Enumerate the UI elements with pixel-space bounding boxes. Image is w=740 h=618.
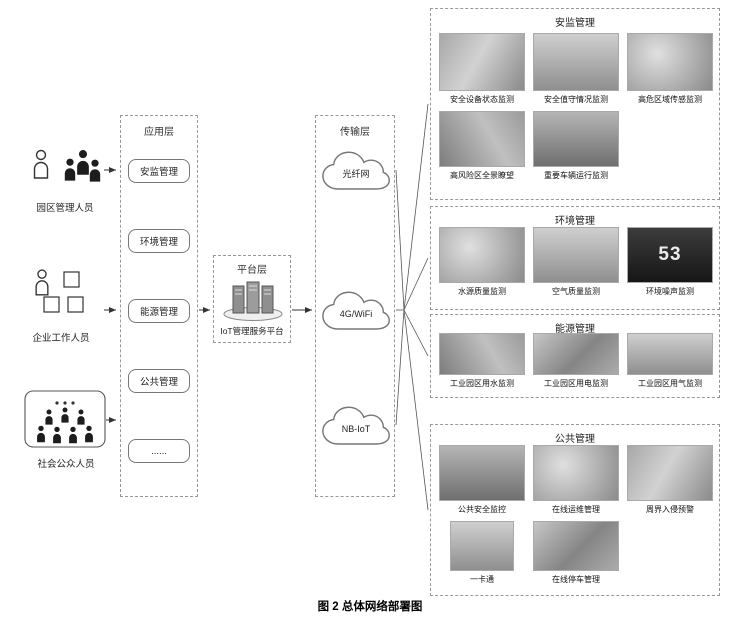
thumb-cell: 在线运维管理 bbox=[533, 445, 619, 515]
thumbnail-photo bbox=[627, 445, 713, 501]
platform-layer-box: 平台层 IoT管理服务平台 bbox=[213, 255, 291, 343]
thumbnail-caption: 高危区域传感监测 bbox=[638, 95, 702, 104]
thumb-cell: 周界入侵预警 bbox=[627, 445, 713, 515]
thumb-cell: 空气质量监测 bbox=[533, 227, 619, 297]
thumb-cell: 公共安全监控 bbox=[439, 445, 525, 515]
thumbnail-photo bbox=[450, 521, 514, 571]
platform-layer-title: 平台层 bbox=[237, 265, 267, 276]
user-label-park-managers: 园区管理人员 bbox=[36, 203, 94, 214]
thumbnail-photo bbox=[533, 445, 619, 501]
park-managers-icon bbox=[33, 149, 101, 182]
thumb-cell: 53 环境噪声监测 bbox=[627, 227, 713, 297]
thumb-cell: 高危区域传感监测 bbox=[627, 33, 713, 105]
cloud-fiber: 光纤网 bbox=[320, 148, 392, 194]
noise-display-value: 53 bbox=[658, 244, 682, 265]
user-label-public-people: 社会公众人员 bbox=[37, 459, 95, 470]
thumbnail-caption: 高风险区全景瞭望 bbox=[450, 171, 514, 180]
thumbnail-photo-noise-display: 53 bbox=[627, 227, 713, 283]
platform-label: IoT管理服务平台 bbox=[220, 326, 284, 336]
category-box-energy: 能源管理 工业园区用水监测 工业园区用电监测 工业园区用气监测 bbox=[430, 314, 720, 398]
category-box-safety: 安监管理 安全设备状态监测 安全值守情况监测 高危区域传感监测 高风险区全景瞭望 bbox=[430, 8, 720, 200]
app-item-public: 公共管理 bbox=[128, 369, 190, 393]
thumbnail-photo bbox=[533, 521, 619, 571]
cloud-label-fiber: 光纤网 bbox=[342, 169, 370, 179]
category-title: 环境管理 bbox=[555, 216, 595, 227]
thumbnail-caption: 重要车辆运行监测 bbox=[544, 171, 608, 180]
category-title: 安监管理 bbox=[555, 18, 595, 29]
thumbnail-caption: 在线停车管理 bbox=[552, 575, 600, 584]
thumb-cell: 安全设备状态监测 bbox=[439, 33, 525, 105]
thumbnail-caption: 一卡通 bbox=[470, 575, 494, 584]
thumbnail-photo bbox=[439, 33, 525, 91]
thumbnail-caption: 工业园区用水监测 bbox=[450, 379, 514, 388]
thumb-cell: 重要车辆运行监测 bbox=[533, 111, 619, 181]
app-item-environment: 环境管理 bbox=[128, 229, 190, 253]
thumb-cell: 工业园区用电监测 bbox=[533, 333, 619, 389]
app-item-safety: 安监管理 bbox=[128, 159, 190, 183]
figure-caption: 图 2 总体网络部署图 bbox=[317, 601, 423, 613]
thumbnail-photo bbox=[627, 333, 713, 375]
cloud-nb-iot: NB-IoT bbox=[320, 403, 392, 449]
thumb-cell: 工业园区用水监测 bbox=[439, 333, 525, 389]
thumbnail-caption: 公共安全监控 bbox=[458, 505, 506, 514]
thumbnail-photo bbox=[439, 445, 525, 501]
thumb-cell: 高风险区全景瞭望 bbox=[439, 111, 525, 181]
transport-layer-box: 传输层 光纤网 4G/WiFi NB-IoT bbox=[315, 115, 395, 497]
thumbnail-photo bbox=[533, 33, 619, 91]
thumbnail-photo bbox=[533, 333, 619, 375]
cloud-icon bbox=[322, 406, 390, 445]
category-box-public: 公共管理 公共安全监控 在线运维管理 周界入侵预警 一卡通 在线停车管理 bbox=[430, 424, 720, 596]
enterprise-staff-icon bbox=[35, 269, 84, 313]
server-icon bbox=[223, 281, 283, 321]
user-label-enterprise-staff: 企业工作人员 bbox=[32, 333, 90, 344]
thumbnail-photo bbox=[439, 111, 525, 167]
thumbnail-caption: 在线运维管理 bbox=[552, 505, 600, 514]
app-layer-box: 应用层 安监管理 环境管理 能源管理 公共管理 ...... bbox=[120, 115, 198, 497]
thumb-cell: 一卡通 bbox=[439, 521, 525, 585]
cloud-icon bbox=[322, 291, 390, 330]
category-title: 能源管理 bbox=[555, 324, 595, 335]
public-people-icon bbox=[24, 390, 106, 448]
thumbnail-photo bbox=[627, 33, 713, 91]
thumbnail-caption: 工业园区用气监测 bbox=[638, 379, 702, 388]
thumb-cell: 水源质量监测 bbox=[439, 227, 525, 297]
cloud-label-4g-wifi: 4G/WiFi bbox=[339, 308, 373, 319]
thumbnail-photo bbox=[439, 227, 525, 283]
thumbnail-caption: 安全值守情况监测 bbox=[544, 95, 608, 104]
thumbnail-caption: 工业园区用电监测 bbox=[544, 379, 608, 388]
thumbnail-photo bbox=[533, 111, 619, 167]
thumbnail-caption: 环境噪声监测 bbox=[646, 287, 694, 296]
thumb-cell: 工业园区用气监测 bbox=[627, 333, 713, 389]
cloud-icon bbox=[322, 151, 390, 190]
thumbnail-caption: 周界入侵预警 bbox=[646, 505, 694, 514]
transport-layer-title: 传输层 bbox=[340, 127, 370, 138]
app-layer-title: 应用层 bbox=[144, 127, 174, 138]
category-box-environment: 环境管理 水源质量监测 空气质量监测 53 环境噪声监测 bbox=[430, 206, 720, 310]
thumbnail-photo bbox=[439, 333, 525, 375]
app-item-energy: 能源管理 bbox=[128, 299, 190, 323]
app-item-ellipsis: ...... bbox=[128, 439, 190, 463]
thumbnail-caption: 水源质量监测 bbox=[458, 287, 506, 296]
thumbnail-caption: 安全设备状态监测 bbox=[450, 95, 514, 104]
thumb-cell: 安全值守情况监测 bbox=[533, 33, 619, 105]
thumbnail-caption: 空气质量监测 bbox=[552, 287, 600, 296]
thumb-cell: 在线停车管理 bbox=[533, 521, 619, 585]
category-title: 公共管理 bbox=[555, 434, 595, 445]
thumbnail-photo bbox=[533, 227, 619, 283]
cloud-4g-wifi: 4G/WiFi bbox=[320, 288, 392, 334]
cloud-label-nb-iot: NB-IoT bbox=[341, 423, 371, 434]
